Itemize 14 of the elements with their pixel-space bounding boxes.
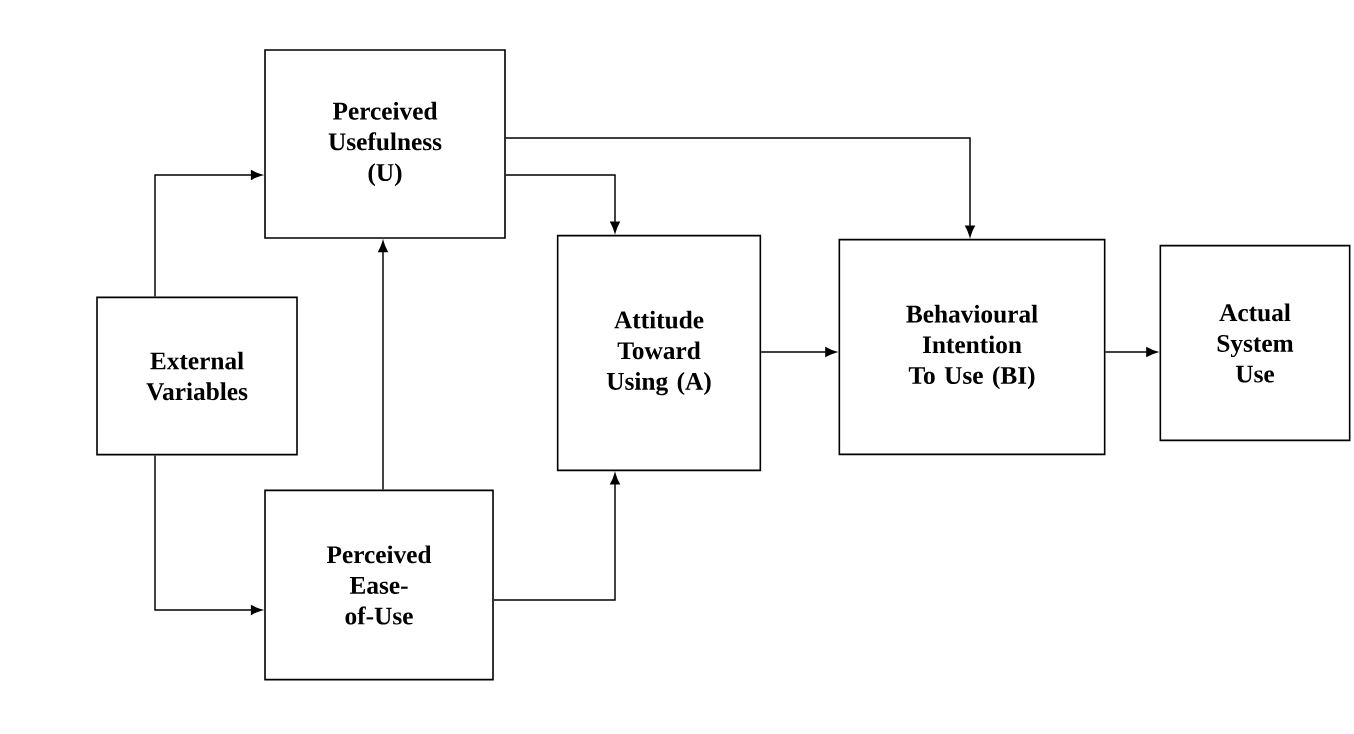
concept-box: Actual System Use xyxy=(1159,244,1351,442)
arrow xyxy=(505,174,620,233)
arrow xyxy=(154,454,263,615)
concept-box: Behavioural Intention To Use (BI) xyxy=(838,238,1106,456)
arrow xyxy=(493,473,620,601)
arrow xyxy=(378,240,388,491)
arrow xyxy=(760,347,837,357)
concept-box: Perceived Usefulness (U) xyxy=(264,49,506,239)
arrow xyxy=(1104,347,1158,357)
arrow xyxy=(154,170,263,298)
concept-box: External Variables xyxy=(96,296,298,456)
concept-box: Perceived Ease-of-Use xyxy=(264,489,494,681)
concept-box: Attitude Toward Using (A) xyxy=(556,234,762,472)
arrow xyxy=(505,137,975,237)
